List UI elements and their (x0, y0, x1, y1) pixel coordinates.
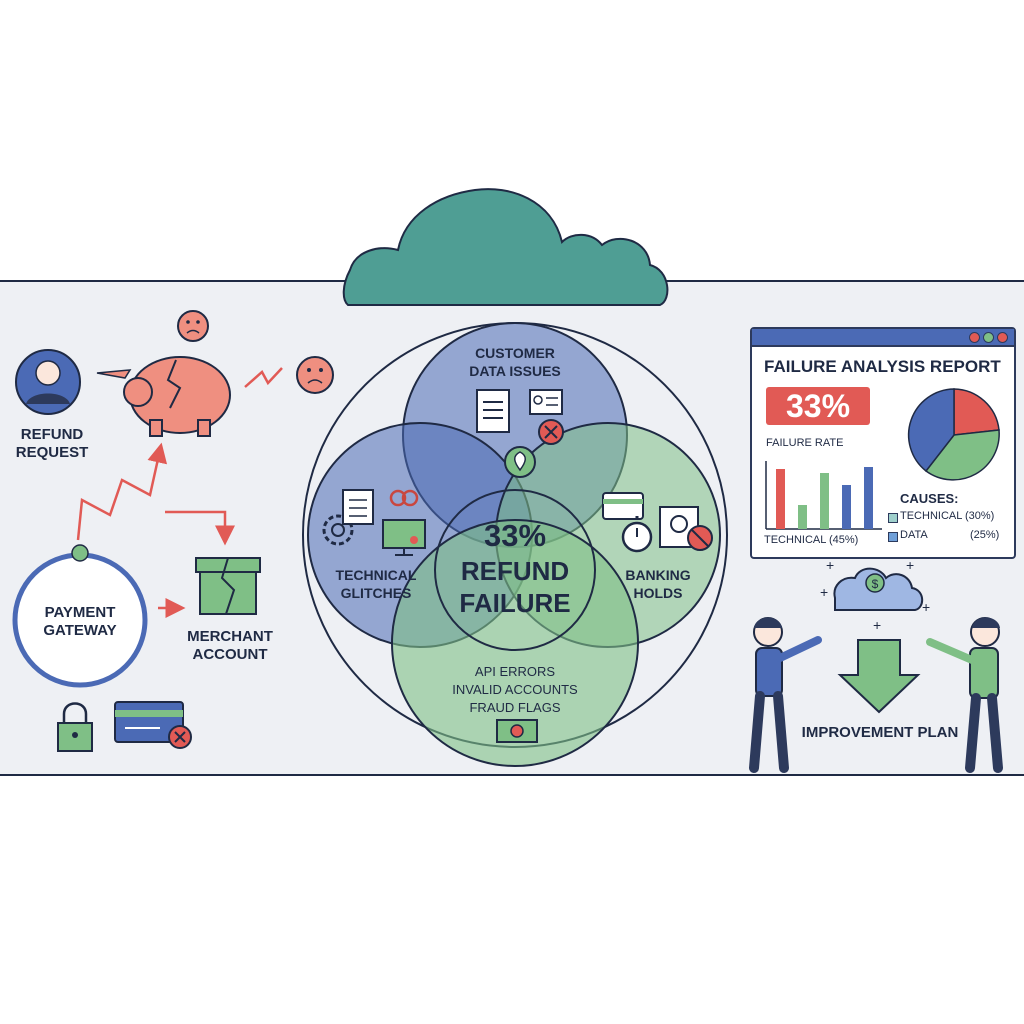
broken-piggy-bank-icon (96, 356, 231, 437)
money-cloud-icon: $ (833, 567, 924, 611)
center-line1: REFUND (460, 556, 570, 586)
legend-swatch-technical (888, 513, 898, 523)
report-bar-4 (842, 485, 851, 529)
venn-api-errors (391, 519, 639, 767)
api-errors-label: API ERRORS (474, 664, 556, 679)
monitor-icon (382, 519, 426, 556)
gift-box-icon (195, 557, 261, 615)
center-line2: FAILURE (459, 588, 571, 618)
failure-report-window: FAILURE ANALYSIS REPORT 33% FAILURE RATE… (750, 327, 1016, 559)
legend-technical: TECHNICAL (30%) (900, 510, 995, 522)
center-percent: 33% (483, 518, 547, 553)
red-zigzag-arrow (76, 442, 168, 541)
failure-rate-value: 33% (766, 387, 870, 425)
error-x-icon (538, 419, 564, 445)
sad-face-icon (177, 310, 209, 342)
venn-technical-label: TECHNICAL GLITCHES (335, 567, 417, 601)
improvement-plan-label: IMPROVEMENT PLAN (801, 724, 959, 741)
code-document-icon (342, 489, 374, 525)
stopwatch-icon (621, 516, 653, 553)
fraud-flags-label: FRAUD FLAGS (469, 700, 561, 715)
customer-avatar-icon (15, 349, 81, 415)
invalid-accounts-label: INVALID ACCOUNTS (452, 682, 578, 697)
credit-card-icon (602, 492, 644, 520)
id-card-icon (529, 389, 563, 415)
improvement-arrow (837, 639, 921, 714)
legend-data: DATA (900, 529, 928, 541)
venn-diagram (302, 322, 728, 767)
merchant-account-label: MERCHANT ACCOUNT (187, 628, 273, 663)
gear-icon (322, 514, 354, 546)
svg-text:+: + (906, 557, 914, 573)
padlock-icon (57, 702, 93, 752)
banknote-icon (496, 719, 538, 743)
broken-link-icon (389, 489, 419, 507)
report-bar-2 (798, 505, 807, 529)
report-bar-5 (864, 467, 873, 529)
venn-customer-data-label: CUSTOMER DATA ISSUES (469, 345, 561, 379)
report-pie-chart (907, 388, 1000, 481)
window-dot-green[interactable] (983, 332, 994, 343)
svg-text:$: $ (872, 577, 879, 591)
location-pin-icon (504, 446, 536, 478)
legend-data-value: (25%) (970, 529, 1000, 541)
person-pointing-right (926, 617, 1003, 773)
document-icon (476, 389, 510, 433)
sad-face-icon (296, 356, 334, 394)
window-dot-red[interactable] (969, 332, 980, 343)
svg-text:+: + (820, 584, 828, 600)
report-bar-label: TECHNICAL (45%) (764, 534, 859, 546)
report-bar-1 (776, 469, 785, 529)
declined-card-icon (114, 701, 192, 749)
report-title: FAILURE ANALYSIS REPORT (764, 357, 1001, 376)
venn-banking-label: BANKING HOLDS (625, 567, 691, 601)
report-bar-chart (765, 461, 882, 530)
person-pointing-left (749, 617, 822, 773)
report-bar-3 (820, 473, 829, 529)
blocked-icon (687, 525, 713, 551)
red-arrow-to-merchant (165, 510, 235, 546)
payment-gateway-label: PAYMENT GATEWAY (43, 604, 117, 639)
zigzag-arrow (244, 367, 283, 388)
report-title-bar (752, 329, 1014, 347)
refund-request-label: REFUND REQUEST (15, 426, 89, 461)
legend-swatch-data (888, 532, 898, 542)
cloud-icon (342, 188, 669, 306)
failure-rate-label: FAILURE RATE (766, 437, 844, 449)
causes-title: CAUSES: (900, 491, 959, 506)
svg-text:+: + (922, 599, 930, 615)
venn-bottom-labels: API ERRORS INVALID ACCOUNTS FRAUD FLAGS (438, 663, 592, 717)
svg-text:+: + (826, 557, 834, 573)
venn-center (434, 489, 596, 651)
svg-text:+: + (873, 617, 881, 633)
window-dot-red-2[interactable] (997, 332, 1008, 343)
